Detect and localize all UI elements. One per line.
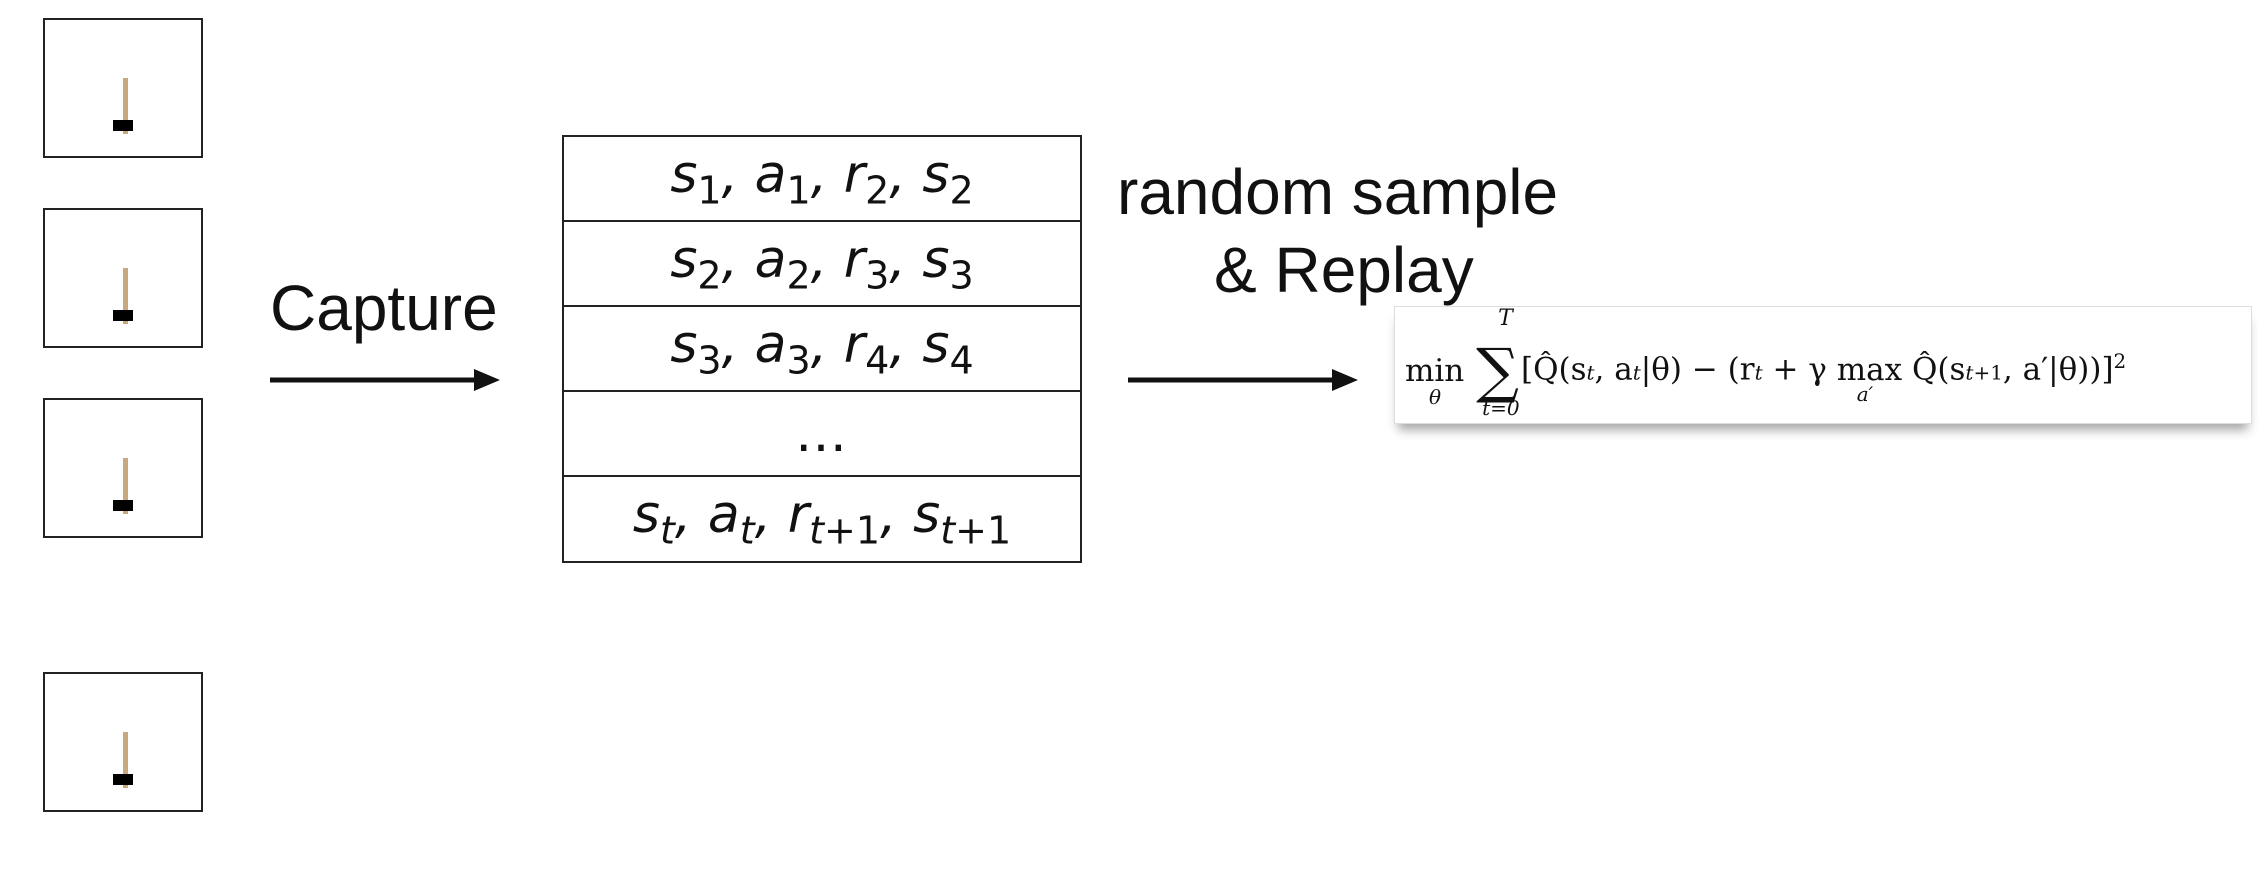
buffer-row: s3, a3, r4, s4 [564,307,1080,392]
cart-icon [113,774,133,785]
max-operator: max a′ [1836,351,1903,406]
loss-formula: min θ ∑ T t=0 [Q̂(st, at|θ) − (rt + γ ma… [1405,306,2127,420]
formula-part: Q̂(s [1902,351,1966,388]
buffer-row-text: st, at, rt+1, st+1 [632,485,1012,553]
buffer-row-text: s2, a2, r3, s3 [670,229,974,298]
replay-buffer: s1, a1, r2, s2 s2, a2, r3, s3 s3, a3, r4… [562,135,1082,563]
min-text: min [1405,353,1465,389]
pole-icon [123,78,128,134]
formula-exponent: 2 [2113,349,2127,374]
capture-arrow [270,369,500,391]
replay-label-line-1: random sample [1117,156,1559,228]
replay-arrow [1128,369,1358,391]
cartpole-frame-3 [43,398,203,538]
pole-icon [123,458,128,514]
capture-label: Capture [270,272,498,344]
buffer-row: s2, a2, r3, s3 [564,222,1080,307]
cartpole-frame-1 [43,18,203,158]
formula-part: , a′|θ))] [2002,351,2114,388]
buffer-row: s1, a1, r2, s2 [564,137,1080,222]
pole-icon [123,732,128,788]
buffer-ellipsis: … [795,403,849,464]
formula-part: , a [1594,351,1633,388]
formula-part: [Q̂(s [1520,351,1587,388]
cart-icon [113,500,133,511]
formula-part: + γ [1762,351,1827,388]
max-text: max [1836,351,1903,388]
buffer-row-text: s3, a3, r4, s4 [670,314,974,383]
buffer-row-text: s1, a1, r2, s2 [670,144,974,213]
buffer-row: … [564,392,1080,477]
min-operator: min θ [1405,353,1465,409]
cart-icon [113,120,133,131]
max-subscript: a′ [1856,381,1874,406]
cartpole-frame-4 [43,672,203,812]
pole-icon [123,268,128,324]
sum-lower-limit: t=0 [1482,396,1520,420]
sum-upper-limit: T [1498,306,1513,331]
loss-formula-card: min θ ∑ T t=0 [Q̂(st, at|θ) − (rt + γ ma… [1394,306,2252,424]
cartpole-frame-2 [43,208,203,348]
cart-icon [113,310,133,321]
buffer-row: st, at, rt+1, st+1 [564,477,1080,561]
min-subscript: θ [1429,385,1442,409]
sum-operator: ∑ T t=0 [1476,306,1520,420]
replay-label-line-2: & Replay [1214,234,1474,306]
formula-part: |θ) − (r [1640,351,1755,388]
